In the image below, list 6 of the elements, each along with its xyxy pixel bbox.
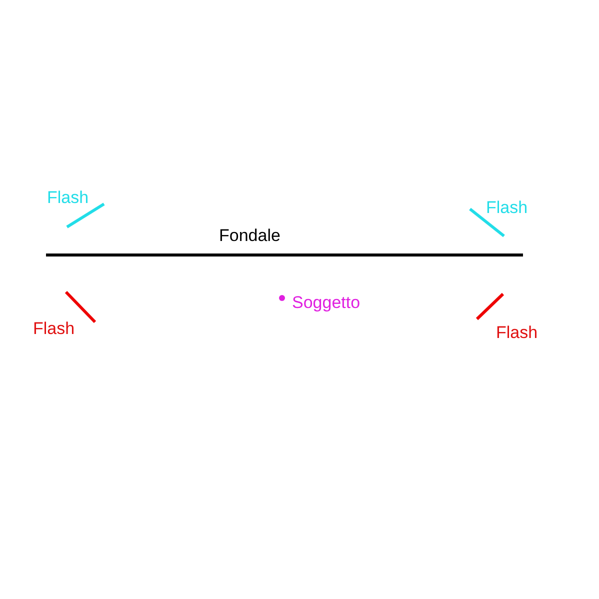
flash-label: Flash bbox=[496, 322, 538, 344]
flash-label: Flash bbox=[33, 318, 75, 340]
subject-label: Soggetto bbox=[292, 292, 360, 314]
backdrop-label: Fondale bbox=[219, 225, 280, 246]
flash-label: Flash bbox=[47, 187, 89, 208]
flash-label: Flash bbox=[486, 197, 528, 218]
